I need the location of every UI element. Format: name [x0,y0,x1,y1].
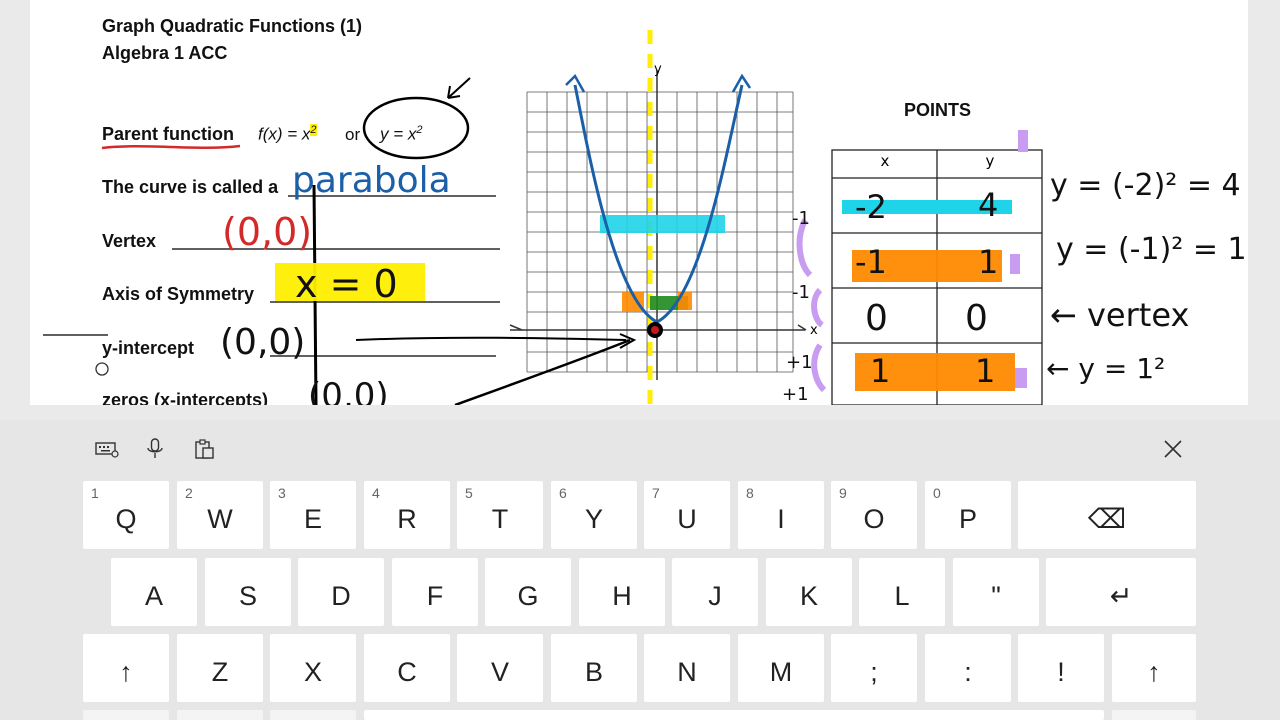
left-mark-2: -1 [792,282,810,303]
axis-of-symmetry-label: Axis of Symmetry [102,284,255,304]
shift-key-left[interactable]: ↑ [83,634,169,702]
note-vertex: ← vertex [1050,296,1190,334]
key-exclamation[interactable]: ! [1018,634,1104,702]
key-b[interactable]: B [551,634,637,702]
vertex-point [647,322,663,338]
left-mark-3: +1 [786,352,813,373]
arrow-mark [447,77,471,99]
course-name: Algebra 1 ACC [102,43,228,63]
vertex-answer: (0,0) [222,210,313,254]
close-icon[interactable] [1158,434,1188,464]
shift-icon: ↑ [1147,656,1161,687]
key-row4-2[interactable] [177,710,263,720]
enter-icon: ↵ [1109,580,1133,611]
worksheet-title: Graph Quadratic Functions (1) [102,16,363,36]
y-intercept-answer: (0,0) [220,322,306,363]
key-semicolon[interactable]: ; [831,634,917,702]
y-intercept-label: y-intercept [102,338,195,358]
left-mark-1: -1 [792,208,810,229]
cyan-mark [600,215,725,233]
key-a[interactable]: A [111,558,197,626]
key-colon[interactable]: : [925,634,1011,702]
key-n[interactable]: N [644,634,730,702]
enter-key[interactable]: ↵ [1046,558,1196,626]
key-j[interactable]: J [672,558,758,626]
points-heading: POINTS [904,100,972,120]
row-3-y: 0 [965,298,988,339]
backspace-icon: ⌫ [1087,503,1127,534]
key-row4-5[interactable] [1112,710,1196,720]
worksheet-page: Graph Quadratic Functions (1) Algebra 1 … [30,0,1248,405]
document-area: Graph Quadratic Functions (1) Algebra 1 … [30,0,1248,405]
note-row-1: y = (-2)² = 4 [1050,168,1241,203]
key-m[interactable]: M [738,634,824,702]
key-row4-1[interactable] [83,710,169,720]
zeros-answer: (0,0) [308,376,389,405]
zeros-label: zeros (x-intercepts) [102,390,269,405]
axis-answer: x = 0 [295,262,398,306]
key-k[interactable]: K [766,558,852,626]
red-underline [101,144,241,150]
row-1-x: -2 [855,188,887,226]
key-quote[interactable]: " [953,558,1039,626]
row-3-x: 0 [865,298,888,339]
or-text: or [345,125,361,144]
curve-answer: parabola [292,160,451,201]
microphone-icon[interactable] [140,434,170,464]
graph [526,91,794,373]
left-mark-4: +1 [782,384,809,405]
key-v[interactable]: V [457,634,543,702]
table-header-y: y [986,152,995,170]
key-f[interactable]: F [392,558,478,626]
row-4-y: 1 [975,352,996,390]
vertex-label: Vertex [102,231,157,251]
backspace-key[interactable]: ⌫ [1018,481,1196,549]
graph-axis-x-label: x [810,323,818,338]
key-x[interactable]: X [270,634,356,702]
space-key[interactable] [364,710,1104,720]
key-g[interactable]: G [485,558,571,626]
keyboard-settings-icon[interactable] [92,434,122,464]
parent-function-label: Parent function [102,124,235,144]
arrow-to-vertex [355,336,627,341]
row-1-y: 4 [978,186,999,224]
note-row-4: ← y = 1² [1046,352,1166,385]
key-l[interactable]: L [859,558,945,626]
table-header-x: x [881,152,890,170]
parabola-curve [573,84,744,324]
graph-axis-y-label: y [654,62,662,77]
key-row4-3[interactable] [270,710,356,720]
row-4-x: 1 [870,352,891,390]
shift-icon: ↑ [119,656,133,687]
key-h[interactable]: H [579,558,665,626]
row-2-x: -1 [855,243,887,281]
parent-fx: f(x) = x2 [258,124,317,144]
curve-label: The curve is called a [102,177,279,197]
key-s[interactable]: S [205,558,291,626]
row-2-y: 1 [978,243,999,281]
key-d[interactable]: D [298,558,384,626]
parent-y: y = x2 [380,124,423,144]
shift-key-right[interactable]: ↑ [1112,634,1196,702]
key-c[interactable]: C [364,634,450,702]
note-row-2: y = (-1)² = 1 [1056,232,1247,267]
key-z[interactable]: Z [177,634,263,702]
clipboard-icon[interactable] [190,434,220,464]
